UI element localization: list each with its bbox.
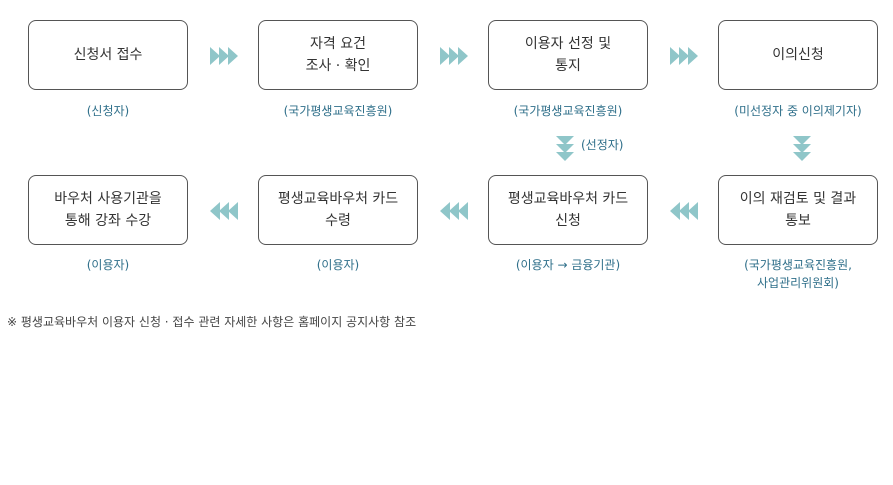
- step-box-application-receipt: 신청서 접수: [28, 20, 188, 90]
- right-triple-arrow-icon: [440, 47, 468, 65]
- step-title: 이의신청: [772, 47, 824, 63]
- step-actor-label: (신청자): [86, 104, 130, 118]
- step-title-line1: 바우처 사용기관을: [54, 191, 162, 207]
- step-title-line2: 조사 · 확인: [305, 58, 371, 74]
- step-actor-label: (국가평생교육진흥원): [513, 104, 623, 118]
- footnote: ※ 평생교육바우처 이용자 신청 · 접수 관련 자세한 사항은 홈페이지 공지…: [7, 315, 417, 329]
- right-triple-arrow-icon: [670, 47, 698, 65]
- step-title-line2: 통해 강좌 수강: [64, 213, 152, 229]
- down-triple-arrow-icon: [556, 136, 574, 161]
- step-title-line1: 이용자 선정 및: [524, 36, 612, 52]
- step-title-line1: 평생교육바우처 카드: [507, 191, 629, 207]
- step-title-line2: 신청: [555, 213, 581, 229]
- step-actor-label-line2: 사업관리위원회): [757, 276, 839, 290]
- step-title-line2: 수령: [325, 213, 351, 229]
- step-title-line1: 자격 요건: [310, 36, 366, 52]
- step-box-objection-review: 이의 재검토 및 결과 통보: [718, 175, 878, 245]
- step-title-line1: 이의 재검토 및 결과: [739, 191, 857, 207]
- step-title-line2: 통지: [555, 58, 581, 74]
- step-title-line1: 평생교육바우처 카드: [277, 191, 399, 207]
- step-actor-label-line1: (국가평생교육진흥원,: [744, 258, 852, 272]
- step-title: 신청서 접수: [73, 47, 143, 63]
- step-actor-label: (국가평생교육진흥원, 사업관리위원회): [698, 256, 893, 292]
- step-actor-label: (국가평생교육진흥원): [283, 104, 393, 118]
- left-triple-arrow-icon: [210, 202, 238, 220]
- right-triple-arrow-icon: [210, 47, 238, 65]
- step-box-card-receipt: 평생교육바우처 카드 수령: [258, 175, 418, 245]
- step-actor-label: (이용자 → 금융기관): [515, 258, 621, 272]
- step-actor-label: (이용자): [316, 258, 360, 272]
- selected-label: (선정자): [581, 138, 624, 152]
- left-triple-arrow-icon: [440, 202, 468, 220]
- step-box-objection: 이의신청: [718, 20, 878, 90]
- step-box-selection-notice: 이용자 선정 및 통지: [488, 20, 648, 90]
- step-box-eligibility-check: 자격 요건 조사 · 확인: [258, 20, 418, 90]
- left-triple-arrow-icon: [670, 202, 698, 220]
- down-triple-arrow-icon: [793, 136, 811, 161]
- step-title-line2: 통보: [785, 213, 811, 229]
- step-actor-label: (이용자): [86, 258, 130, 272]
- step-box-card-application: 평생교육바우처 카드 신청: [488, 175, 648, 245]
- step-box-course-attendance: 바우처 사용기관을 통해 강좌 수강: [28, 175, 188, 245]
- step-actor-label: (미선정자 중 이의제기자): [734, 104, 862, 118]
